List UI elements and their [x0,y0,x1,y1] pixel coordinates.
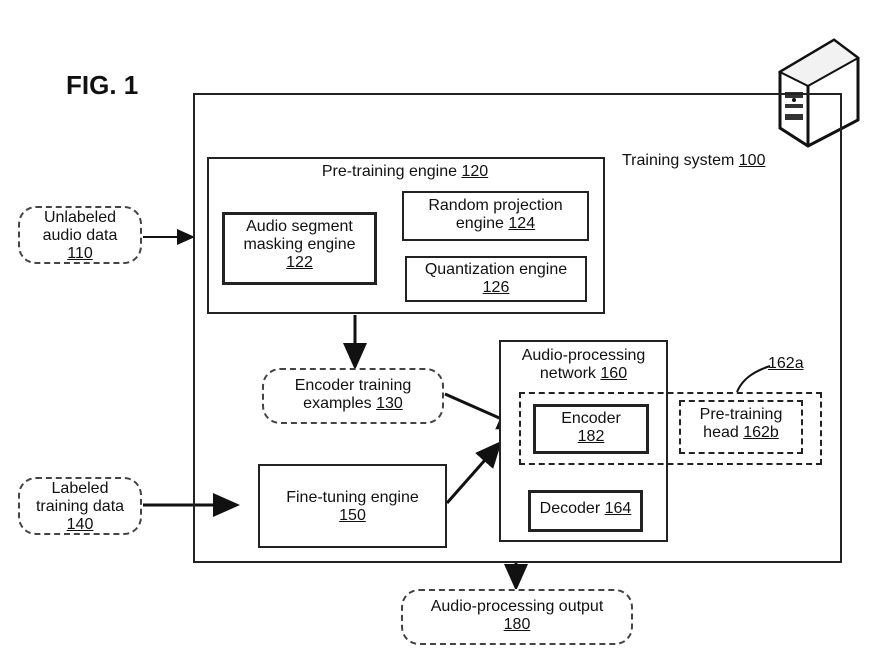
figure-label: FIG. 1 [66,70,138,101]
random-projection-line1: Random projection [402,197,589,215]
labeled-training-data-label: Labeled training data 140 [18,480,142,534]
head-ref: 162b [743,424,779,441]
audio-segment-masking-engine-label: Audio segment masking engine 122 [222,218,377,272]
head-line2: head [703,424,739,441]
unlabeled-ref: 110 [18,245,142,263]
training-system-label: Training system 100 [622,152,802,170]
unlabeled-audio-data-label: Unlabeled audio data 110 [18,209,142,263]
masking-line2: masking engine [222,236,377,254]
examples-line2: examples [303,395,371,412]
pretraining-engine-ref: 120 [461,163,488,180]
audio-processing-output-label: Audio-processing output 180 [401,598,633,634]
pretraining-engine-label: Pre-training engine 120 [260,163,550,181]
random-projection-ref: 124 [508,215,535,232]
finetuning-name: Fine-tuning engine [258,489,447,507]
network-line2: network [540,365,596,382]
encoder-training-examples-label: Encoder training examples 130 [262,377,444,413]
output-name: Audio-processing output [401,598,633,616]
random-projection-line2: engine [456,215,504,232]
output-ref: 180 [401,616,633,634]
group-ref-label: 162a [768,355,818,373]
labeled-ref: 140 [18,516,142,534]
examples-ref: 130 [376,395,403,412]
decoder-label: Decoder 164 [528,500,643,518]
unlabeled-line1: Unlabeled [18,209,142,227]
training-system-name: Training system [622,152,734,169]
masking-line1: Audio segment [222,218,377,236]
finetuning-ref: 150 [258,507,447,525]
finetuning-engine-label: Fine-tuning engine 150 [258,489,447,525]
quantization-ref: 126 [405,279,587,297]
labeled-line2: training data [18,498,142,516]
unlabeled-line2: audio data [18,227,142,245]
random-projection-engine-label: Random projection engine 124 [402,197,589,233]
pretraining-head-label: Pre-training head 162b [679,406,803,442]
head-line1: Pre-training [679,406,803,424]
decoder-name: Decoder [540,500,600,517]
training-system-ref: 100 [739,152,766,169]
network-line1: Audio-processing [499,347,668,365]
network-ref: 160 [600,365,627,382]
encoder-label: Encoder 182 [533,410,649,446]
quantization-name: Quantization engine [405,261,587,279]
labeled-line1: Labeled [18,480,142,498]
decoder-ref: 164 [605,500,632,517]
audio-processing-network-label: Audio-processing network 160 [499,347,668,383]
quantization-engine-label: Quantization engine 126 [405,261,587,297]
examples-line1: Encoder training [262,377,444,395]
encoder-name: Encoder [533,410,649,428]
pretraining-engine-name: Pre-training engine [322,163,457,180]
masking-ref: 122 [222,254,377,272]
encoder-ref: 182 [533,428,649,446]
